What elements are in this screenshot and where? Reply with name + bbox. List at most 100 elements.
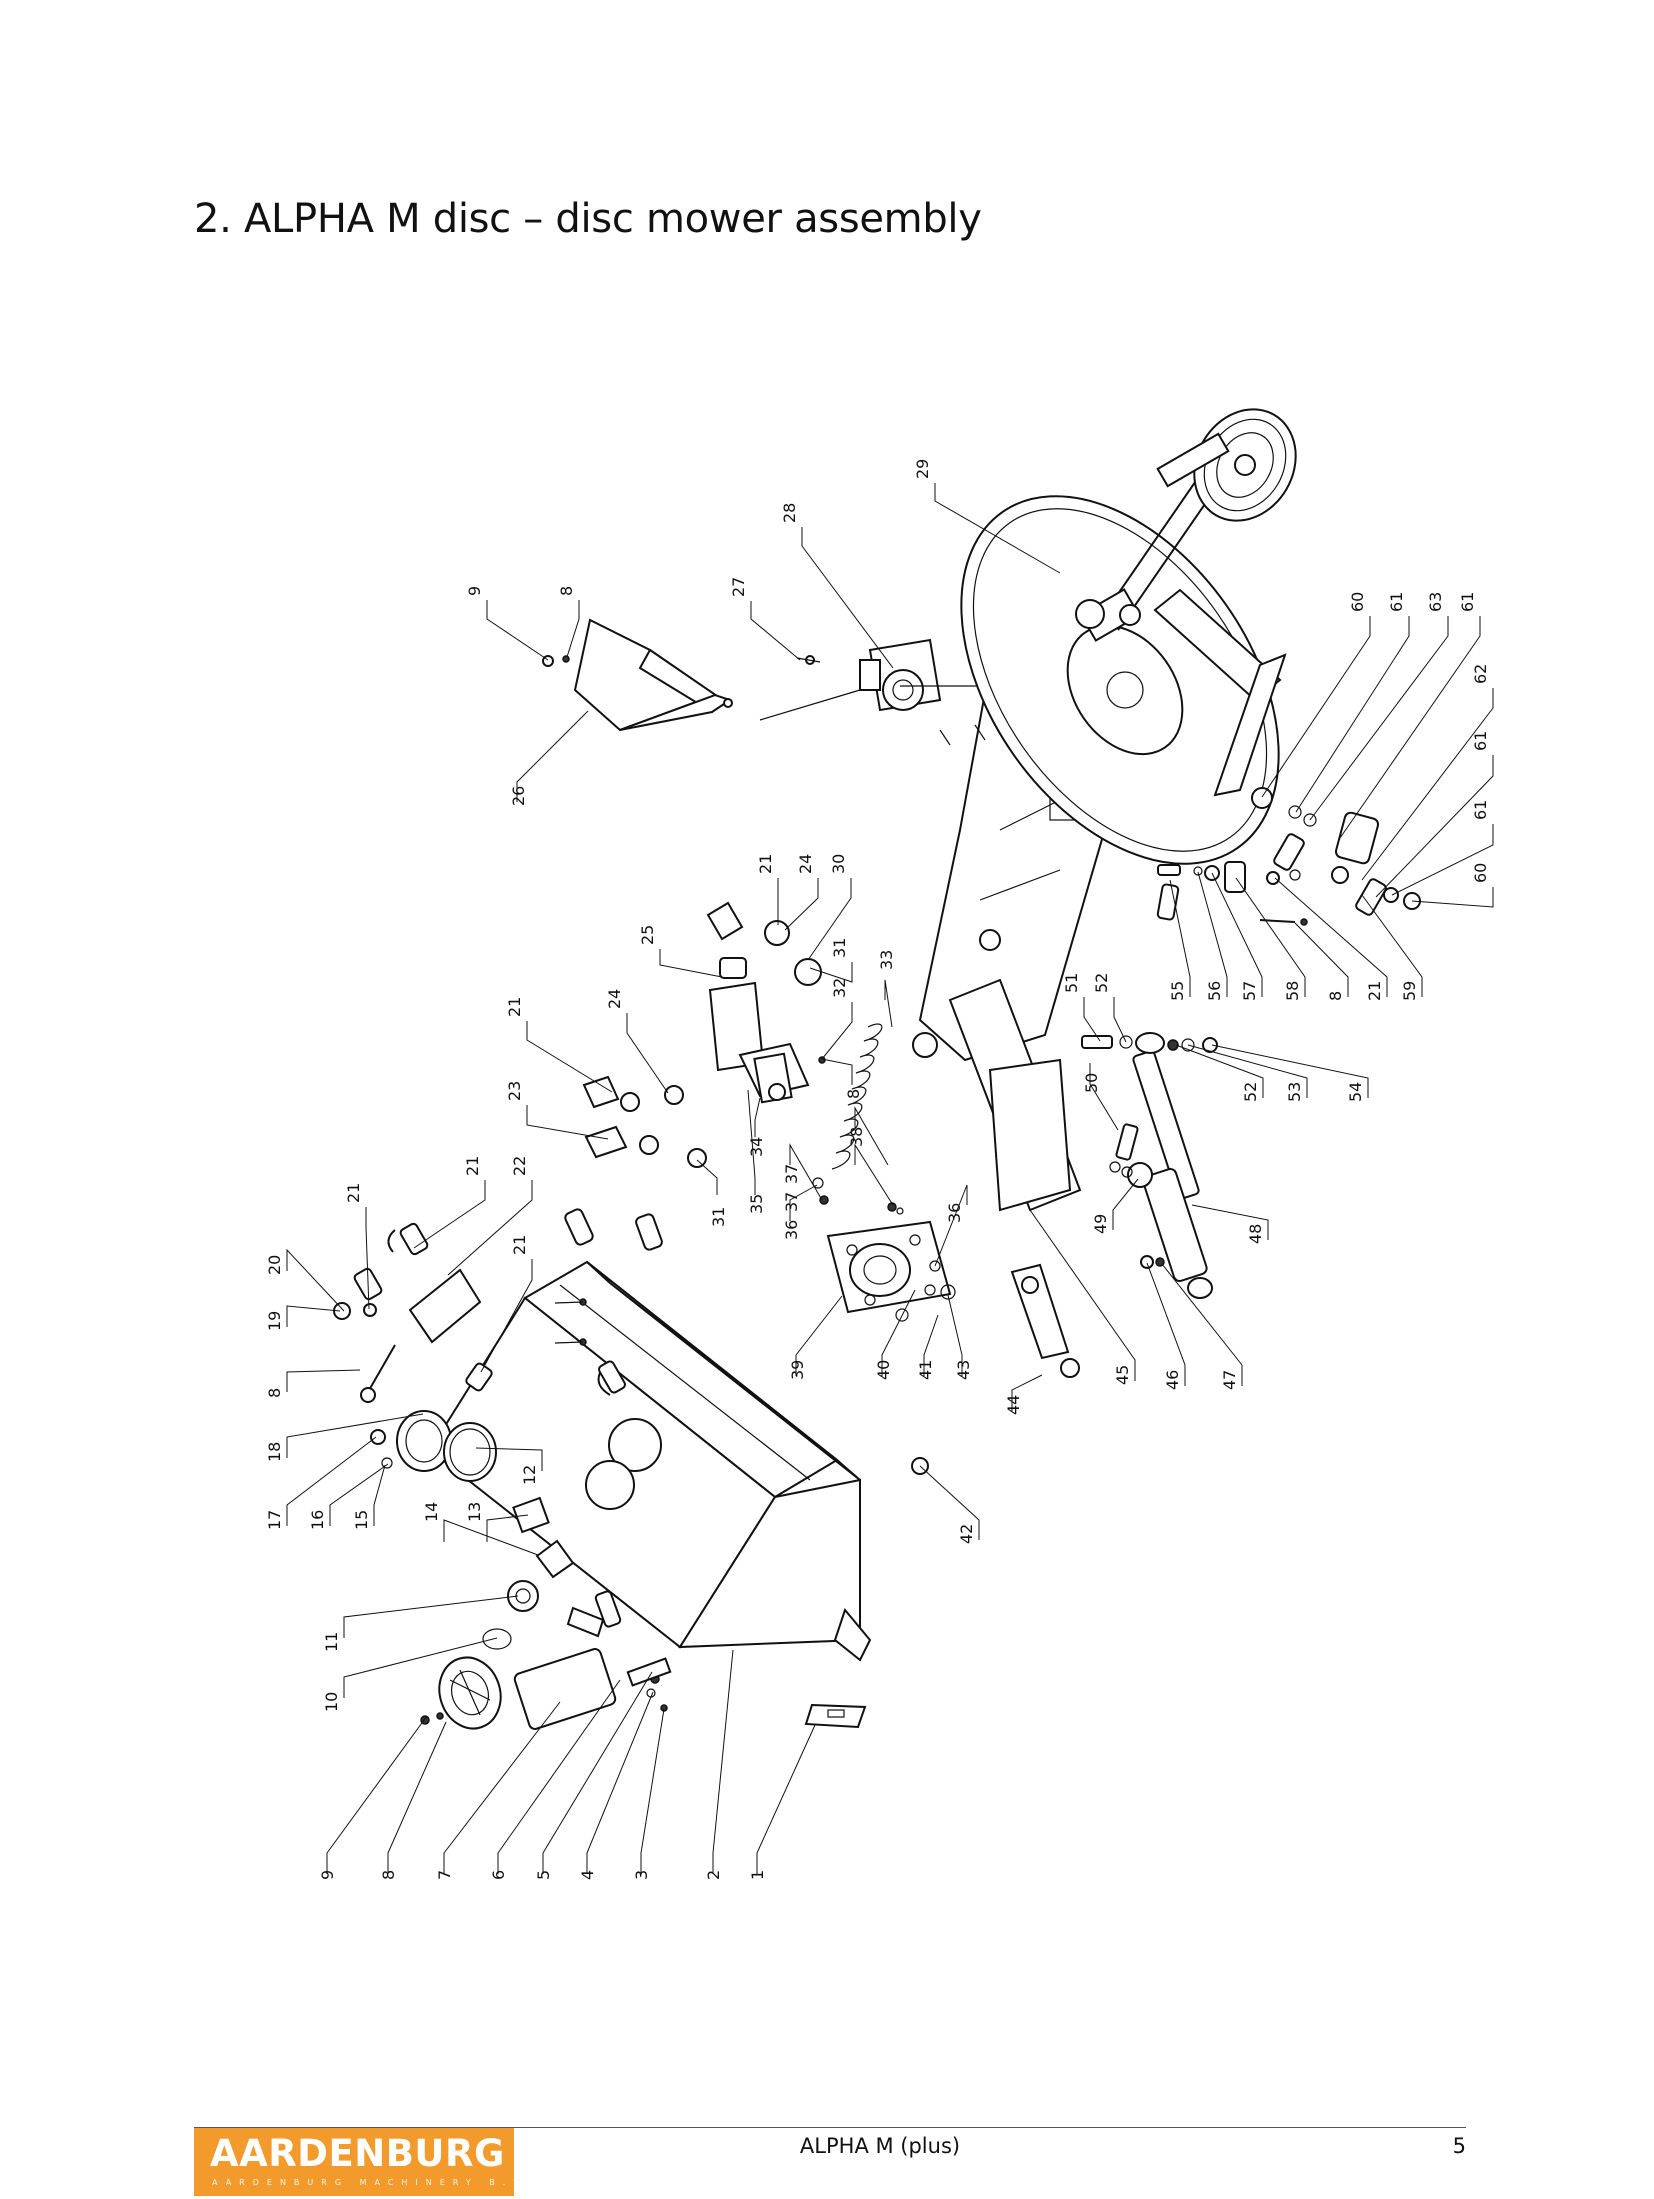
callout-60a: 60: [1348, 592, 1367, 612]
callout-8b: 8: [265, 1388, 284, 1398]
callout-58: 58: [1283, 981, 1302, 1001]
callout-50: 50: [1082, 1073, 1101, 1093]
callout-33: 33: [877, 950, 896, 970]
logo-wordmark: AARDENBURG: [210, 2132, 505, 2175]
cutting-disc: [960, 474, 1287, 865]
callout-48: 48: [1246, 1224, 1265, 1244]
callout-34: 34: [747, 1137, 766, 1157]
callout-4: 4: [578, 1870, 597, 1880]
callout-11: 11: [322, 1632, 341, 1652]
brand-logo: AARDENBURG AARDENBURG MACHINERY B.V. 187…: [194, 2128, 514, 2196]
callout-2: 2: [704, 1870, 723, 1880]
tension-spring: [831, 1023, 883, 1170]
callout-21e: 21: [756, 854, 775, 874]
callout-12: 12: [520, 1465, 539, 1485]
callout-24a: 24: [605, 989, 624, 1009]
callout-51: 51: [1062, 973, 1081, 993]
callout-25: 25: [638, 925, 657, 945]
callout-5: 5: [534, 1870, 553, 1880]
callout-22: 22: [510, 1156, 529, 1176]
callout-37b: 37: [782, 1164, 801, 1184]
callout-57: 57: [1240, 981, 1259, 1001]
callout-31a: 31: [830, 938, 849, 958]
swivel-valve-assembly: [1156, 787, 1421, 926]
inspection-cover: [370, 1410, 497, 1482]
drive-shaft-rod: [1010, 1263, 1070, 1360]
callout-10: 10: [322, 1692, 341, 1712]
callout-53: 53: [1285, 1082, 1304, 1102]
callout-61d: 61: [1471, 800, 1490, 820]
collector-hopper: [573, 618, 733, 732]
callout-56: 56: [1205, 981, 1224, 1001]
callout-21a: 21: [344, 1183, 363, 1203]
callout-6: 6: [489, 1870, 508, 1880]
callout-59: 59: [1400, 981, 1419, 1001]
callout-21b: 21: [463, 1156, 482, 1176]
callout-16: 16: [308, 1510, 327, 1530]
callout-3: 3: [632, 1870, 651, 1880]
callout-45: 45: [1113, 1365, 1132, 1385]
lift-cylinder: [1109, 1032, 1213, 1299]
callout-28: 28: [780, 503, 799, 523]
callout-42: 42: [957, 1524, 976, 1544]
callout-21d: 21: [505, 997, 524, 1017]
callout-30: 30: [829, 854, 848, 874]
callout-27: 27: [729, 577, 748, 597]
callout-49: 49: [1091, 1214, 1110, 1234]
callout-15: 15: [352, 1510, 371, 1530]
callout-26: 26: [509, 786, 528, 806]
callout-19: 19: [265, 1311, 284, 1331]
callout-9b: 9: [465, 586, 484, 596]
footer-divider: [194, 2127, 1466, 2128]
callout-52a: 52: [1092, 973, 1111, 993]
callout-8d: 8: [557, 586, 576, 596]
callout-37a: 37: [782, 1192, 801, 1212]
callout-43: 43: [954, 1360, 973, 1380]
callout-39: 39: [788, 1360, 807, 1380]
callout-61b: 61: [1458, 592, 1477, 612]
callout-13: 13: [465, 1502, 484, 1522]
drive-gearbox-upper: [759, 638, 1130, 746]
angle-gearbox: [826, 1220, 952, 1314]
logo-tagline: AARDENBURG MACHINERY B.V. 1874: [212, 2178, 514, 2187]
callout-1: 1: [748, 1870, 767, 1880]
callout-8c: 8: [844, 1089, 863, 1099]
callout-54: 54: [1346, 1082, 1365, 1102]
callout-40: 40: [874, 1360, 893, 1380]
callout-21c: 21: [510, 1235, 529, 1255]
callout-8: 8: [379, 1870, 398, 1880]
hopper-fasteners: [542, 655, 570, 667]
callout-20: 20: [265, 1255, 284, 1275]
leader-lines: [286, 483, 1494, 1874]
page-title: 2. ALPHA M disc – disc mower assembly: [194, 196, 982, 242]
callout-61a: 61: [1387, 592, 1406, 612]
callout-41: 41: [916, 1360, 935, 1380]
control-valve: [333, 1222, 493, 1403]
oil-tank: [428, 1260, 872, 1662]
callout-36a: 36: [782, 1220, 801, 1240]
callout-47: 47: [1220, 1370, 1239, 1390]
callout-24b: 24: [796, 854, 815, 874]
callout-62: 62: [1471, 664, 1490, 684]
callout-14: 14: [422, 1502, 441, 1522]
callout-7: 7: [435, 1870, 454, 1880]
callout-46: 46: [1163, 1370, 1182, 1390]
callout-21f: 21: [1365, 981, 1384, 1001]
callout-52b: 52: [1241, 1082, 1260, 1102]
parts-drawing: [333, 408, 1421, 1730]
callout-38: 38: [847, 1127, 866, 1147]
hydraulic-hoses: [564, 1208, 663, 1396]
callout-35: 35: [747, 1194, 766, 1214]
gear-pump: [582, 901, 822, 1168]
callout-61c: 61: [1471, 731, 1490, 751]
tank-mount-bracket: [804, 1703, 867, 1729]
callout-32: 32: [830, 978, 849, 998]
callout-23: 23: [505, 1081, 524, 1101]
callout-60b: 60: [1471, 863, 1490, 883]
callout-63: 63: [1426, 592, 1445, 612]
callout-17: 17: [265, 1510, 284, 1530]
oil-filter: [438, 1648, 617, 1730]
page-number: 5: [1452, 2134, 1466, 2158]
callout-44: 44: [1004, 1395, 1023, 1415]
